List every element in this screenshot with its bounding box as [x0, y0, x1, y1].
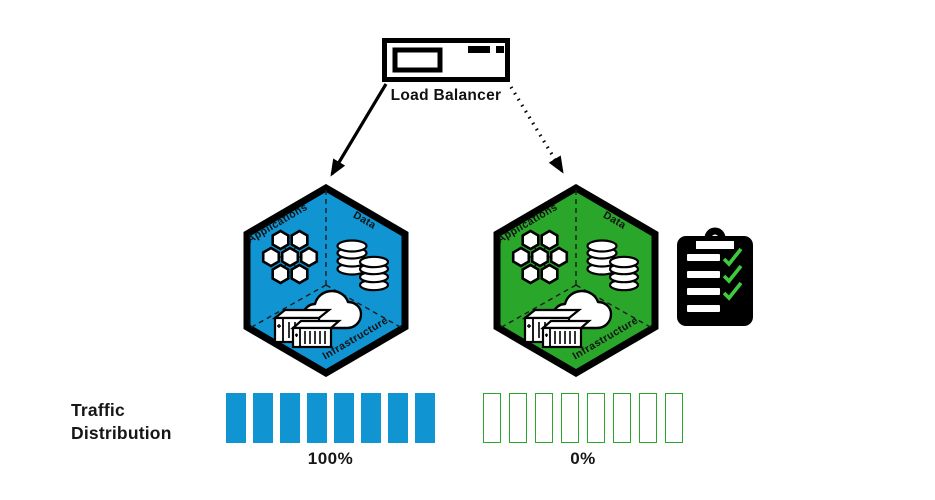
traffic-bar	[535, 393, 553, 443]
environment-hexagon-green: Applications Data Infrastructure	[493, 184, 659, 377]
traffic-bar	[226, 393, 246, 443]
traffic-bars-green	[483, 393, 683, 443]
clipboard-checklist-icon	[677, 227, 753, 326]
traffic-bar	[639, 393, 657, 443]
load-balancer-appliance-icon	[382, 38, 510, 82]
check-icon	[722, 247, 743, 267]
traffic-bar	[509, 393, 527, 443]
traffic-distribution-label: Traffic Distribution	[71, 400, 172, 444]
traffic-bar	[415, 393, 435, 443]
load-balancer-label: Load Balancer	[390, 87, 502, 104]
traffic-bar	[561, 393, 579, 443]
traffic-bar	[307, 393, 327, 443]
traffic-bar	[388, 393, 408, 443]
traffic-bar	[613, 393, 631, 443]
checklist-rows	[687, 247, 743, 312]
environment-hexagon-blue: Applications Data Infrastructure	[243, 184, 409, 377]
checklist-line	[687, 254, 720, 261]
traffic-bar	[587, 393, 605, 443]
checklist-line	[687, 288, 720, 295]
traffic-bar	[665, 393, 683, 443]
check-icon	[722, 264, 743, 284]
traffic-bar	[280, 393, 300, 443]
checklist-line	[687, 271, 720, 278]
traffic-percent-blue: 100%	[307, 449, 354, 468]
traffic-bars-blue	[226, 393, 435, 443]
traffic-bar	[361, 393, 381, 443]
clipboard-clip-tab	[696, 241, 734, 249]
check-icon	[722, 281, 743, 301]
checklist-line	[687, 305, 720, 312]
traffic-bar	[253, 393, 273, 443]
traffic-percent-green: 0%	[570, 449, 596, 468]
traffic-bar	[334, 393, 354, 443]
traffic-bar	[483, 393, 501, 443]
